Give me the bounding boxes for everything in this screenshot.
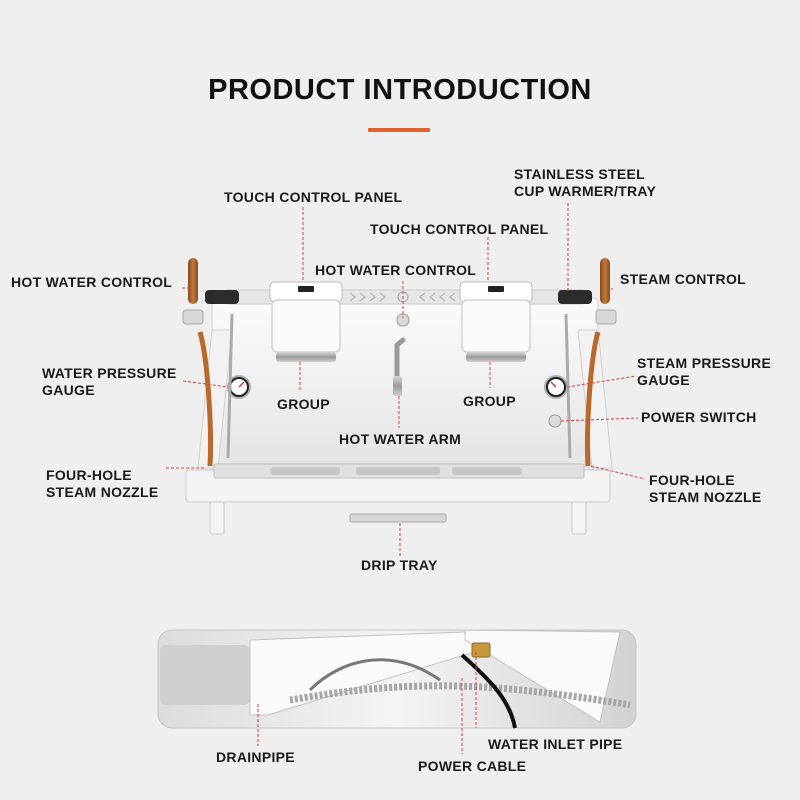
label-touch-control-panel-right: TOUCH CONTROL PANEL [370,221,549,237]
label-group-right: GROUP [463,393,516,409]
label-drip-tray: DRIP TRAY [361,557,438,573]
label-hot-water-control-center: HOT WATER CONTROL [315,262,477,278]
label-water-inlet-pipe: WATER INLET PIPE [488,736,623,752]
steam-pressure-gauge [544,375,568,399]
title-accent-bar [368,128,430,132]
group-head-right [459,281,533,362]
drip-tray [185,463,611,535]
label-water-pressure-gauge: WATER PRESSURE GAUGE [42,365,177,398]
left-steam-valve [182,258,239,467]
label-power-switch: POWER SWITCH [641,409,757,425]
hot-water-arm [393,337,406,396]
label-hot-water-control-left: HOT WATER CONTROL [11,274,173,290]
group-head-left [269,281,343,362]
label-group-left: GROUP [277,396,330,412]
label-touch-control-panel-left: TOUCH CONTROL PANEL [224,189,403,205]
label-four-hole-steam-nozzle-left: FOUR-HOLE STEAM NOZZLE [46,467,159,500]
label-steam-control: STEAM CONTROL [620,271,747,287]
label-power-cable: POWER CABLE [418,758,527,774]
leader-lines [166,203,646,754]
label-steam-pressure-gauge: STEAM PRESSURE GAUGE [637,355,772,388]
page-title: PRODUCT INTRODUCTION [208,74,592,106]
label-cup-warmer-tray: STAINLESS STEEL CUP WARMER/TRAY [514,166,657,199]
underside-detail-photo [157,629,637,729]
right-steam-valve [558,258,617,467]
label-drainpipe: DRAINPIPE [216,749,295,765]
label-hot-water-arm: HOT WATER ARM [339,431,462,447]
power-switch-knob [548,414,562,428]
label-four-hole-steam-nozzle-right: FOUR-HOLE STEAM NOZZLE [649,472,762,505]
water-pressure-gauge [227,375,251,399]
